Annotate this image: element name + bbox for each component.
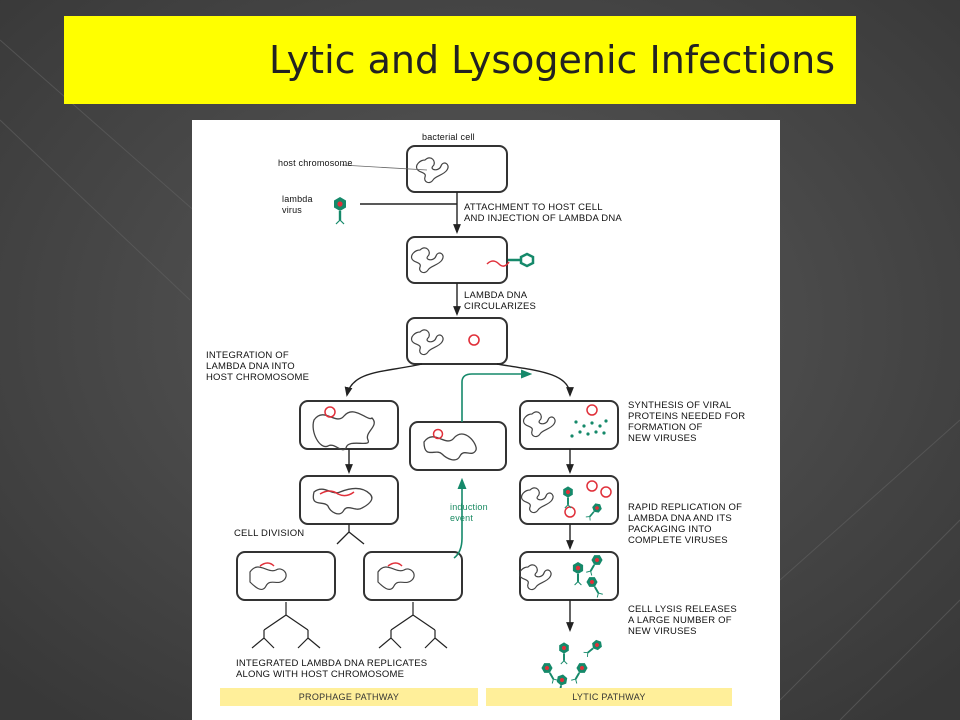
cell-induction [409,421,507,471]
slide-title: Lytic and Lysogenic Infections [269,38,836,82]
lambda-virus-icon [332,195,348,226]
label-induction-event: induction event [450,502,488,523]
cell-integrated [299,400,399,451]
replication-forks [251,602,448,649]
label-integrated-replicates: INTEGRATED LAMBDA DNA REPLICATES ALONG W… [236,658,428,680]
label-bacterial-cell: bacterial cell [422,132,475,142]
label-cell-division: CELL DIVISION [234,528,305,539]
label-integration: INTEGRATION OF LAMBDA DNA INTO HOST CHRO… [206,350,310,383]
label-attachment: ATTACHMENT TO HOST CELL AND INJECTION OF… [464,202,622,224]
cell-daughter-left [236,551,336,601]
label-circularizes: LAMBDA DNA CIRCULARIZES [464,290,537,312]
cell-synthesis [519,400,619,450]
prophage-pathway-bar: PROPHAGE PATHWAY [220,688,478,706]
cell-prophage [299,475,399,525]
label-lambda-virus: lambda virus [282,194,313,215]
label-host-chromosome: host chromosome [278,158,353,168]
title-bar: Lytic and Lysogenic Infections [64,16,856,104]
label-replication: RAPID REPLICATION OF LAMBDA DNA AND ITS … [628,502,743,546]
label-synthesis: SYNTHESIS OF VIRAL PROTEINS NEEDED FOR F… [628,400,746,444]
lifecycle-diagram [236,145,619,698]
lytic-pathway-bar: LYTIC PATHWAY [486,688,732,706]
label-cell-lysis: CELL LYSIS RELEASES A LARGE NUMBER OF NE… [628,604,737,637]
cell-circularized [406,317,508,365]
cell-initial [341,145,508,193]
cell-replication [519,475,619,525]
cell-daughter-right [363,551,463,601]
cell-injection [406,236,535,284]
lambda-lifecycle-figure: bacterial cell host chromosome lambda vi… [192,120,780,720]
cell-lysis [518,551,619,601]
